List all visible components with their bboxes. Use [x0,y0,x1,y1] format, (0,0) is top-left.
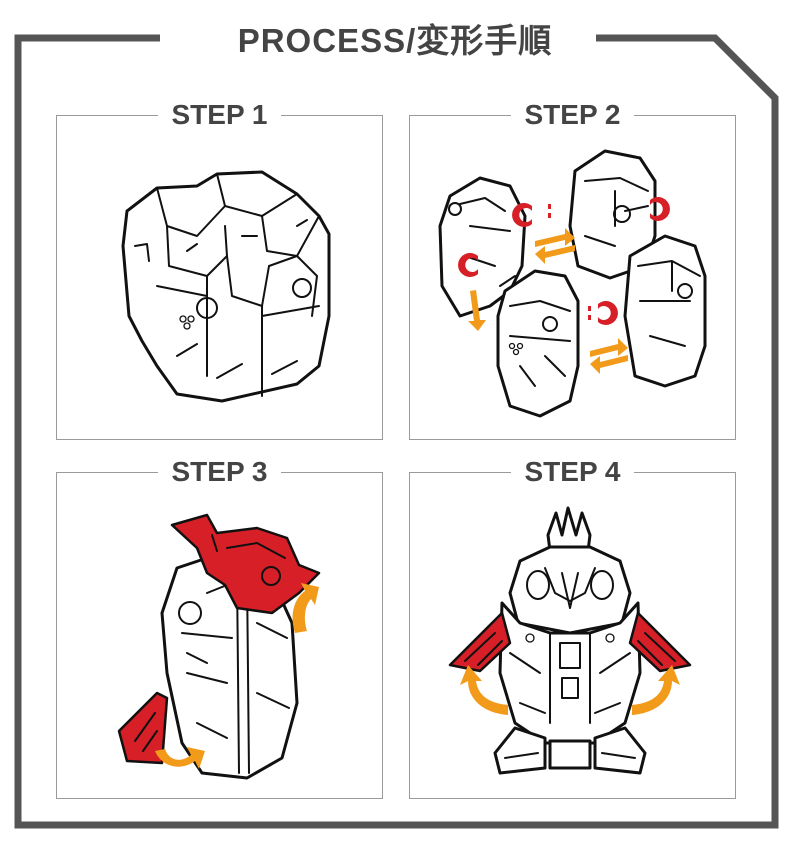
step-3-panel: STEP 3 [56,456,383,799]
step-3-illustration [117,513,321,780]
page-title: PROCESS/変形手順 [195,14,595,62]
step-4-illustration [448,506,692,775]
step-3-label: STEP 3 [157,456,282,488]
step-4-panel: STEP 4 [409,456,736,799]
step-1-illustration [121,170,331,403]
step-2-label: STEP 2 [510,99,635,131]
step-1-label: STEP 1 [157,99,282,131]
step-1-panel: STEP 1 [56,99,383,440]
step-4-label: STEP 4 [510,456,635,488]
step-2-panel: STEP 2 [409,99,736,440]
step-2-illustration [438,149,707,418]
